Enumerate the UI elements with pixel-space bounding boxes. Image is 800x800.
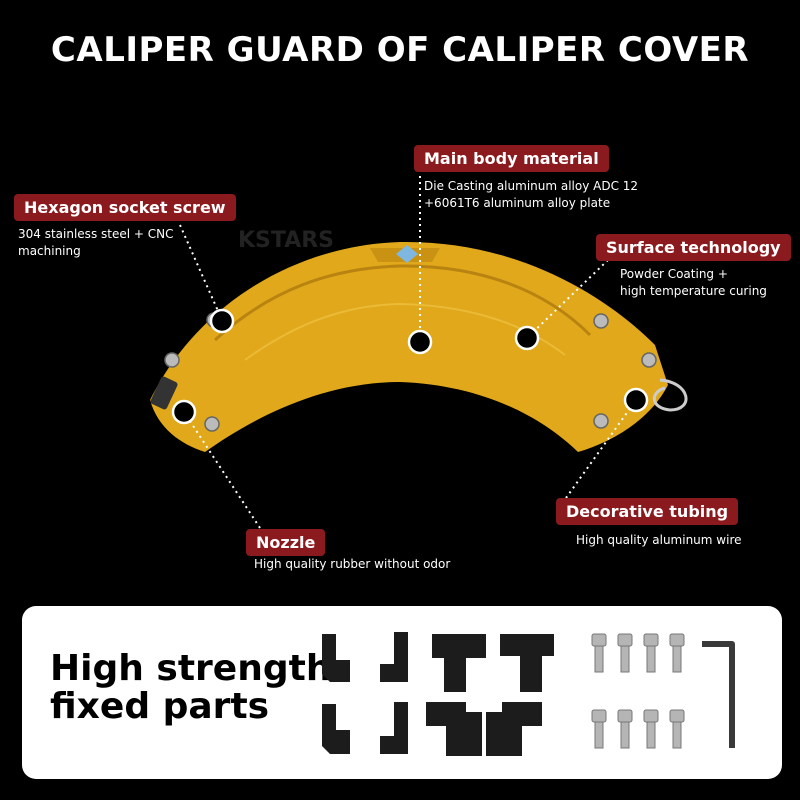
diamond-logo — [396, 245, 418, 263]
bracket-small — [380, 702, 408, 754]
parts-panel-title-line: fixed parts — [50, 686, 270, 727]
nozzle-fitting — [150, 376, 178, 410]
tubing-desc-line: High quality aluminum wire — [576, 533, 742, 547]
screw — [594, 645, 604, 673]
bolt — [164, 352, 180, 368]
hex-key — [702, 641, 735, 748]
hexagon-desc: 304 stainless steel + CNC machining — [18, 226, 173, 260]
screw — [617, 633, 633, 647]
hexagon-desc-line: 304 stainless steel + CNC — [18, 227, 174, 241]
leader-tubing — [565, 399, 637, 499]
nozzle-label: Nozzle — [246, 529, 326, 556]
bracket-large — [432, 634, 486, 692]
nozzle-desc: High quality rubber without odor — [254, 556, 450, 573]
screw — [620, 721, 630, 749]
bracket-large — [486, 702, 542, 756]
page-title: CALIPER GUARD OF CALIPER COVER — [50, 30, 750, 70]
bolt — [593, 313, 609, 329]
hexagon-desc-line: machining — [18, 244, 81, 258]
screw — [591, 633, 607, 647]
surface-desc-line: Powder Coating + — [620, 267, 728, 281]
main-body-desc-line: +6061T6 aluminum alloy plate — [424, 196, 611, 210]
screw — [591, 709, 607, 723]
parts-panel: High strength fixed parts — [22, 606, 782, 779]
screw — [669, 709, 685, 723]
screw — [669, 633, 685, 647]
screw — [646, 645, 656, 673]
callout-dot-hexagon — [209, 308, 235, 334]
screw — [617, 709, 633, 723]
main-body-desc: Die Casting aluminum alloy ADC 12 +6061T… — [424, 178, 638, 212]
parts-panel-title-line: High strength — [50, 648, 332, 689]
bracket-small — [322, 704, 350, 754]
main-body-desc-line: Die Casting aluminum alloy ADC 12 — [424, 179, 639, 193]
surface-desc-line: high temperature curing — [620, 284, 767, 298]
screws — [591, 633, 685, 749]
screw — [594, 721, 604, 749]
main-body-label: Main body material — [414, 145, 609, 172]
bolt — [204, 416, 220, 432]
bolt — [593, 413, 609, 429]
surface-label: Surface technology — [596, 234, 791, 261]
bracket-large — [500, 634, 554, 692]
screw — [643, 709, 659, 723]
bracket-large — [426, 702, 482, 756]
watermark: KSTARS — [238, 228, 335, 253]
leader-nozzle — [183, 411, 261, 529]
callout-dot-tubing — [623, 387, 649, 413]
parts-panel-title: High strength fixed parts — [50, 650, 331, 726]
screw — [646, 721, 656, 749]
callout-dot-main-body — [407, 329, 433, 355]
bracket-small — [380, 632, 408, 682]
bolt — [641, 352, 657, 368]
screw — [672, 645, 682, 673]
surface-desc: Powder Coating + high temperature curing — [620, 266, 767, 300]
tubing-label: Decorative tubing — [556, 498, 739, 525]
callout-dot-nozzle — [171, 399, 197, 425]
bracket-small — [322, 634, 350, 682]
caliper-illustration — [150, 170, 688, 529]
screw — [672, 721, 682, 749]
leader-surface — [526, 259, 609, 339]
tubing-desc: High quality aluminum wire — [576, 532, 742, 549]
callout-dot-surface — [514, 325, 540, 351]
screw — [643, 633, 659, 647]
leader-hexagon — [179, 224, 223, 321]
nozzle-desc-line: High quality rubber without odor — [254, 557, 451, 571]
hexagon-label: Hexagon socket screw — [14, 194, 236, 221]
parts-illustration — [322, 632, 735, 756]
screw — [620, 645, 630, 673]
decorative-tubing — [652, 378, 688, 412]
